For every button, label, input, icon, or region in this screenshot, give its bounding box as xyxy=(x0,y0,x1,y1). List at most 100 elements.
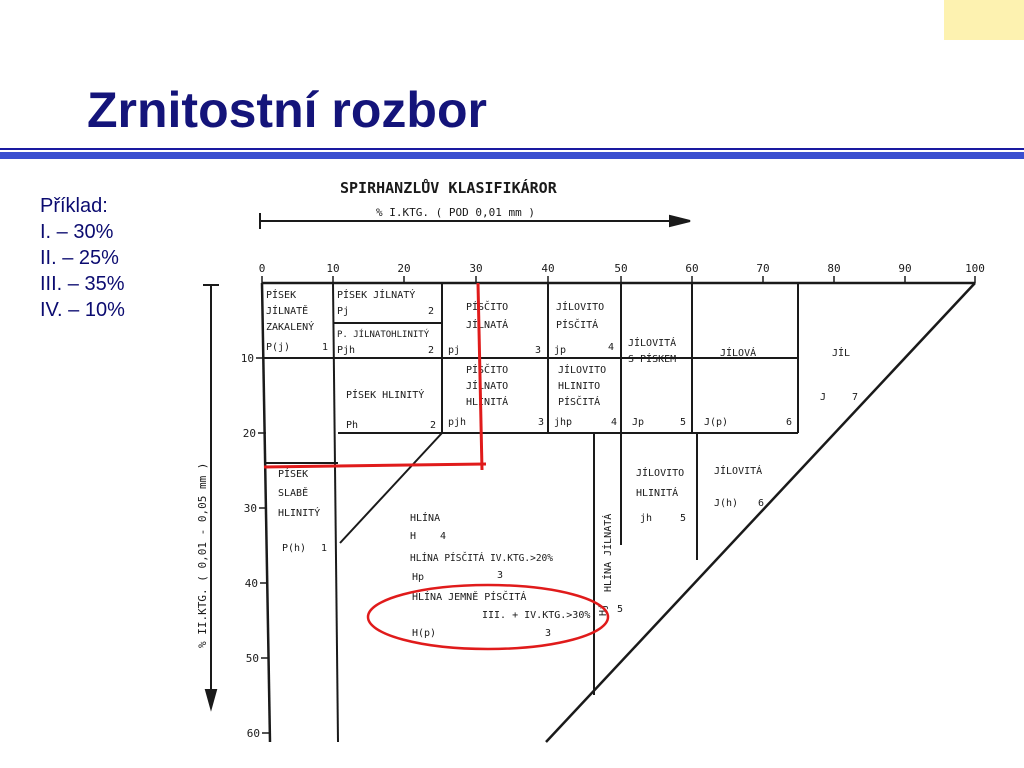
cell-jpi-l2: PÍSČITÁ xyxy=(556,318,598,331)
cell-psh-num: 1 xyxy=(321,543,327,554)
cell-pjz-code: P(j) xyxy=(266,342,290,353)
cell-pj-l1: PÍSEK JÍLNATÝ xyxy=(337,288,415,301)
cell-pjl-l1: PÍSČITO xyxy=(466,300,508,313)
cell-jhp-l3: PÍSČITÁ xyxy=(558,395,600,408)
cell-psh-l1: PÍSEK xyxy=(278,467,308,480)
example-line-4: IV. – 10% xyxy=(40,299,125,321)
diagram-heading: SPIRHANZLŮV KLASIFIKÁROR xyxy=(340,178,558,197)
cell-pjhl-l2: JÍLNATO xyxy=(466,379,508,392)
cell-jh-l2: HLINITÁ xyxy=(636,486,678,499)
cell-jsp-l2: S PÍSKEM xyxy=(628,352,676,365)
example-line-2: II. – 25% xyxy=(40,247,119,269)
example-heading: Příklad: xyxy=(40,195,108,217)
cell-pjz-num: 1 xyxy=(322,342,328,353)
cell-jvh-code: J(h) xyxy=(714,498,738,509)
cell-pjl-code: pj xyxy=(448,345,460,356)
cell-jvh-num: 6 xyxy=(758,498,764,509)
title-rule-thick xyxy=(0,152,1024,159)
cell-pjhl-l1: PÍSČITO xyxy=(466,363,508,376)
x-tick-10: 10 xyxy=(326,262,339,275)
cell-jvh-l1: JÍLOVITÁ xyxy=(714,464,762,477)
cell-jpi-l1: JÍLOVITO xyxy=(556,300,604,313)
x-tick-0: 0 xyxy=(259,262,266,275)
x-tick-50: 50 xyxy=(614,262,627,275)
y-tick-30: 30 xyxy=(244,502,257,515)
left-border xyxy=(260,282,272,743)
cell-jil-l1: JÍL xyxy=(832,346,850,359)
cell-ph-code: Ph xyxy=(346,420,358,431)
x-tick-20: 20 xyxy=(397,262,410,275)
cell-pj-code: Pj xyxy=(337,306,349,317)
cell-jp6-num: 6 xyxy=(786,417,792,428)
cell-hlina-code: H xyxy=(410,531,416,542)
cell-pjl-l2: JÍLNATÁ xyxy=(466,318,508,331)
cell-hp-num: 3 xyxy=(497,570,503,581)
cell-jh-num: 5 xyxy=(680,513,686,524)
cell-jhp-l1: JÍLOVITO xyxy=(558,363,606,376)
cell-pjl-num: 3 xyxy=(535,345,541,356)
cell-pjhl-code: pjh xyxy=(448,417,466,428)
x-tick-80: 80 xyxy=(827,262,840,275)
x-tick-70: 70 xyxy=(756,262,769,275)
cell-hp-code: Hp xyxy=(412,572,424,583)
y-tick-50: 50 xyxy=(246,652,259,665)
x-tick-90: 90 xyxy=(898,262,911,275)
cell-pjh-l1: P. JÍLNATOHLINITÝ xyxy=(337,328,430,340)
x-tick-30: 30 xyxy=(469,262,482,275)
cell-jpi-num: 4 xyxy=(608,342,614,353)
y-arrow-head xyxy=(204,689,218,712)
cell-hjp-code: H(p) xyxy=(412,628,436,639)
marker-line-vertical xyxy=(476,282,484,471)
title-rule-thin xyxy=(0,148,1024,150)
cell-jhp-l2: HLINITO xyxy=(558,381,600,392)
marker-ellipse xyxy=(366,583,610,651)
cell-hlina-num: 4 xyxy=(440,531,446,542)
diag-ph xyxy=(339,432,443,544)
x-tick-100: 100 xyxy=(965,262,985,275)
x-tick-40: 40 xyxy=(541,262,554,275)
cell-jsp-l1: JÍLOVITÁ xyxy=(628,336,676,349)
y-tick-20: 20 xyxy=(243,427,256,440)
cell-jp5-code: Jp xyxy=(632,417,644,428)
cell-jil-num: 7 xyxy=(852,392,858,403)
cell-pjhl-l3: HLINITÁ xyxy=(466,395,508,408)
cell-ph-num: 2 xyxy=(430,420,436,431)
example-block: Příklad: I. – 30% II. – 25% III. – 35% I… xyxy=(40,193,125,323)
vline-10 xyxy=(332,282,339,743)
y-tick-10: 10 xyxy=(241,352,254,365)
cell-pjz-l2: JÍLNATĚ xyxy=(266,304,308,317)
cell-hjp-l1: HLÍNA JEMNĚ PÍSČITÁ xyxy=(412,590,526,603)
x-arrow-head xyxy=(669,214,691,228)
cell-pjh-code: Pjh xyxy=(337,345,355,356)
marker-line-horizontal xyxy=(263,462,487,469)
diagonal-border xyxy=(545,282,976,743)
cell-hjp-num: 3 xyxy=(545,628,551,639)
cell-pjz-l1: PÍSEK xyxy=(266,288,296,301)
y-axis-label: % II.KTG. ( 0,01 - 0,05 mm ) xyxy=(196,463,209,648)
cell-hj-l1: HLÍNA JÍLNATÁ xyxy=(601,514,614,592)
corner-accent-box xyxy=(944,0,1024,40)
cell-hjp-l2: III. + IV.KTG.>30% xyxy=(482,610,590,621)
y-tick-40: 40 xyxy=(245,577,258,590)
cell-ph-l1: PÍSEK HLINITÝ xyxy=(346,388,424,401)
cell-psh-l3: HLINITÝ xyxy=(278,506,320,519)
x-tick-60: 60 xyxy=(685,262,698,275)
cell-hlina-l1: HLÍNA xyxy=(410,511,440,524)
cell-jhp-code: jhp xyxy=(554,417,572,428)
cell-jh-code: jh xyxy=(640,513,652,524)
example-line-1: I. – 30% xyxy=(40,221,114,243)
cell-jp6-code: J(p) xyxy=(704,417,728,428)
cell-jh-l1: JÍLOVITO xyxy=(636,466,684,479)
example-line-3: III. – 35% xyxy=(40,273,125,295)
tick-marks xyxy=(256,276,976,734)
cell-pjhl-num: 3 xyxy=(538,417,544,428)
cell-hp-l1: HLÍNA PÍSČITÁ IV.KTG.>20% xyxy=(410,552,553,564)
x-axis-label: % I.KTG. ( POD 0,01 mm ) xyxy=(376,206,535,219)
cell-hj-num: 5 xyxy=(617,604,623,615)
cell-jil-code: J xyxy=(820,392,826,403)
cell-psh-code: P(h) xyxy=(282,543,306,554)
cell-jp5-num: 5 xyxy=(680,417,686,428)
cell-jpi-code: jp xyxy=(554,345,566,356)
cell-jilova: JÍLOVÁ xyxy=(720,346,756,359)
